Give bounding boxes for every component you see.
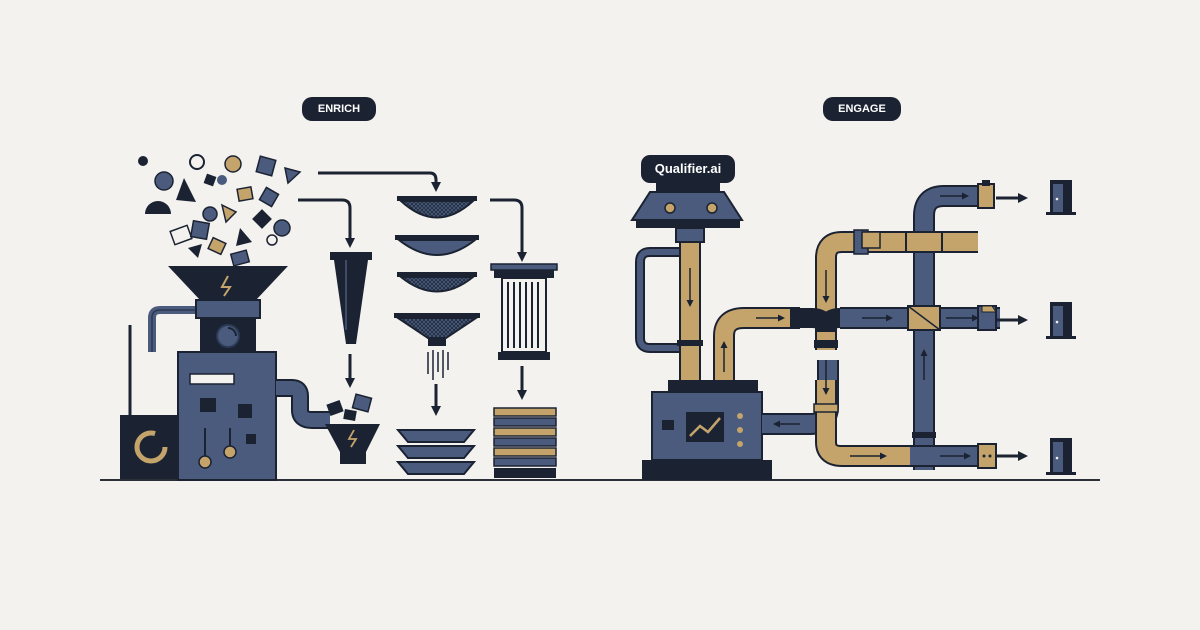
engage-label: ENGAGE <box>823 97 901 121</box>
arrow-icon <box>298 171 527 416</box>
funnel-icon <box>330 252 372 344</box>
reactor-machine <box>630 178 800 480</box>
pipe-network <box>762 180 1000 470</box>
stacked-plates <box>395 429 477 475</box>
filter-cartridge <box>490 263 558 360</box>
sieve-stack <box>394 196 480 380</box>
enrich-label: ENRICH <box>302 97 376 121</box>
output-door-icon <box>1046 302 1076 339</box>
raw-data-pieces <box>138 154 302 267</box>
output-door-icon <box>1046 438 1076 475</box>
hopper-machine <box>148 266 330 481</box>
output-door-icon <box>1046 180 1076 215</box>
arrow-icon <box>996 193 1028 461</box>
brand-label: Qualifier.ai <box>641 155 735 183</box>
output-bowl <box>325 393 380 464</box>
battery-icon <box>120 325 182 479</box>
plate-tower <box>493 407 557 478</box>
